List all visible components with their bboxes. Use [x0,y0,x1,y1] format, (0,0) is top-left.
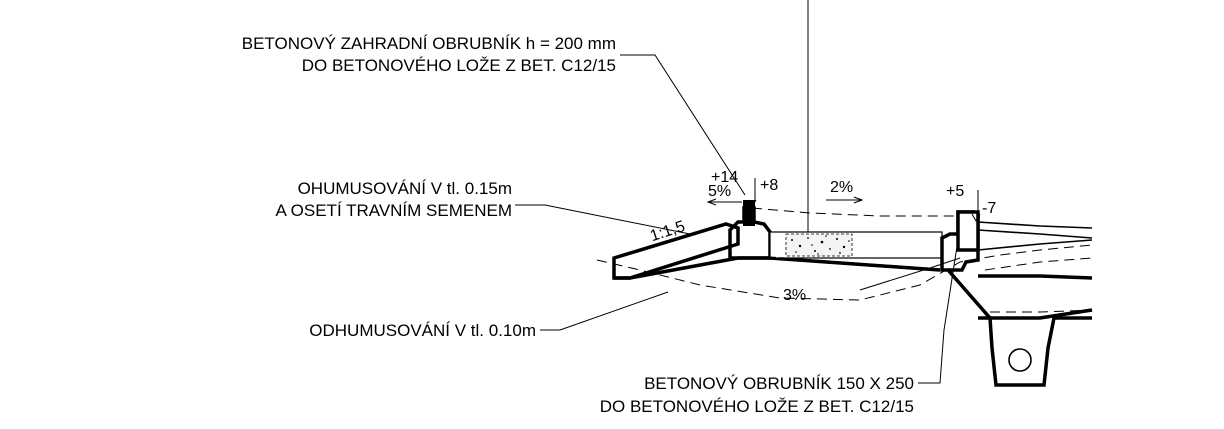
lower-dashed-line [990,309,1093,313]
label-humus-line1: OHUMUSOVÁNÍ V tl. 0.15m [298,179,512,198]
elevation-marker-left [747,199,757,209]
dim-height-plus5: +5 [946,183,964,200]
label-dehumus: ODHUMUSOVÁNÍ V tl. 0.10m [309,321,536,340]
dim-slope-left: 5% [708,183,731,200]
right-dashed-line [984,257,1093,271]
dim-height-minus7: -7 [982,200,996,217]
slope-arrow-path-head [853,196,864,204]
label-main-curb-line1: BETONOVÝ OBRUBNÍK 150 X 250 [644,374,914,393]
drainage-channel [978,316,1092,387]
drain-pipe [1008,348,1032,372]
footpath-base-dashed [769,256,941,272]
existing-terrain-dashed [596,244,1093,301]
main-curb [956,210,980,252]
subgrade-right-line [859,257,961,291]
dim-slope-path: 2% [830,179,853,196]
gravel-layer [785,233,853,257]
dim-height-plus8: +8 [760,177,778,194]
leader-dehumus [540,291,669,331]
leader-garden-curb [620,54,746,196]
slope-arrow-left-head [706,198,717,206]
dim-height-plus14: +14 [711,169,738,186]
leader-main-curb [918,239,959,384]
label-humus-line2: A OSETÍ TRAVNÍM SEMENEM [276,201,512,220]
elevation-marker-right [971,213,981,223]
label-main-curb-line2: DO BETONOVÉHO LOŽE Z BET. C12/15 [600,397,914,416]
road-layer-1 [977,229,1093,239]
label-garden-curb-line2: DO BETONOVÉHO LOŽE Z BET. C12/15 [302,56,616,75]
road-surface [977,221,1093,229]
road-layer-2 [977,239,1093,251]
leader-humus [515,204,696,236]
road-layer-3 [978,274,1093,280]
gravel-texture [791,235,850,255]
road-subgrade [946,268,1093,320]
label-garden-curb-line1: BETONOVÝ ZAHRADNÍ OBRUBNÍK h = 200 mm [242,34,616,53]
dim-slope-subgrade: 3% [783,287,806,304]
finished-grade-dashed [751,207,955,217]
